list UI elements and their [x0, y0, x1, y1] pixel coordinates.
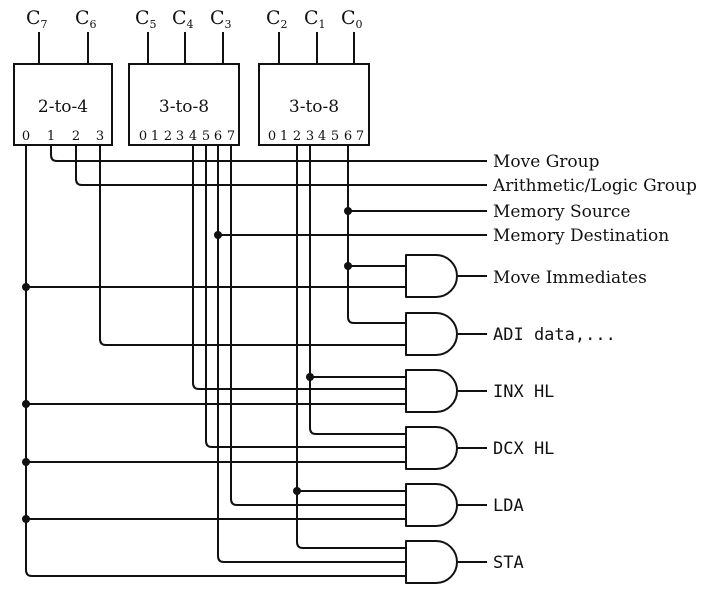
gate-label-move-immediates: Move Immediates	[493, 268, 647, 288]
gate-label-dcx-hl: DCX HL	[493, 439, 554, 459]
decoder-label: 3-to-8	[289, 97, 339, 117]
and-gate-lda	[405, 483, 458, 527]
gate-label-inx-hl: INX HL	[493, 382, 554, 402]
input-label-c4: C4	[172, 7, 194, 31]
pin-label: 0	[268, 129, 276, 144]
pin-label: 6	[344, 129, 352, 144]
pin-label: 5	[331, 129, 339, 144]
wire-d2-pin3	[309, 145, 406, 435]
junction-dot	[214, 231, 222, 239]
junction-dot	[22, 400, 30, 408]
input-label-c6: C6	[75, 7, 97, 31]
pin-label: 3	[96, 129, 104, 144]
pin-label: 2	[164, 129, 172, 144]
and-gate-inx	[405, 369, 458, 413]
junction-dot	[22, 515, 30, 523]
input-label-c5: C5	[135, 7, 157, 31]
pin-label: 7	[356, 129, 364, 144]
and-gates	[405, 254, 458, 584]
pin-label: 2	[72, 129, 80, 144]
pin-label: 3	[306, 129, 314, 144]
input-label-c1: C1	[304, 7, 326, 31]
pin-label: 0	[22, 129, 30, 144]
input-label-c2: C2	[266, 7, 288, 31]
pin-label: 5	[202, 129, 210, 144]
pin-label: 7	[227, 129, 235, 144]
wire-d1-pin5	[205, 145, 406, 448]
decoder-3to8-right: 3-to-8 0 1 2 3 4 5 6 7	[258, 63, 370, 146]
pin-label: 0	[139, 129, 147, 144]
decoder-2to4: 2-to-4 0 1 2 3	[13, 63, 113, 146]
junction-dot	[306, 373, 314, 381]
pin-label: 3	[176, 129, 184, 144]
junction-dot	[293, 487, 301, 495]
gate-label-adi: ADI data,...	[493, 325, 616, 345]
pin-label: 1	[47, 129, 55, 144]
input-label-c3: C3	[210, 7, 232, 31]
wire-d1-pin4	[192, 145, 406, 390]
decoder-label: 2-to-4	[38, 97, 88, 117]
pin-label: 1	[151, 129, 159, 144]
pin-label: 6	[214, 129, 222, 144]
wires	[25, 145, 487, 577]
output-label-memory-destination: Memory Destination	[493, 226, 669, 246]
input-label-c0: C0	[341, 7, 363, 31]
output-label-memory-source: Memory Source	[493, 202, 631, 222]
decoder-3to8-middle: 3-to-8 0 1 2 3 4 5 6 7	[128, 63, 240, 146]
input-lines	[38, 32, 355, 64]
wire-d2-pin6	[347, 145, 406, 324]
output-label-move-group: Move Group	[493, 152, 600, 172]
wire-d0-pin3	[99, 145, 406, 346]
junction-dot	[22, 458, 30, 466]
wire-d0-pin0	[25, 145, 406, 577]
junction-dot	[344, 262, 352, 270]
junction-dot	[344, 207, 352, 215]
wire-d2-pin2	[296, 145, 406, 549]
and-gate-adi	[405, 312, 458, 356]
junctions	[22, 207, 352, 523]
gate-label-lda: LDA	[493, 496, 524, 516]
and-gate-dcx	[405, 426, 458, 470]
input-label-c7: C7	[26, 7, 48, 31]
gate-label-sta: STA	[493, 553, 524, 573]
pin-label: 4	[189, 129, 197, 144]
wire-d0-pin1	[50, 145, 487, 162]
wire-d1-pin6	[217, 145, 406, 563]
pin-label: 1	[280, 129, 288, 144]
decoder-label: 3-to-8	[159, 97, 209, 117]
junction-dot	[22, 283, 30, 291]
and-gate-sta	[405, 540, 458, 584]
wire-d0-pin2	[75, 145, 487, 186]
pin-label: 4	[318, 129, 326, 144]
input-labels: C7 C6 C5 C4 C3 C2 C1 C0	[26, 7, 363, 31]
output-labels: Move Group Arithmetic/Logic Group Memory…	[492, 152, 697, 573]
and-gate-move-immediates	[405, 254, 458, 298]
wire-d1-pin7	[230, 145, 406, 506]
pin-label: 2	[293, 129, 301, 144]
output-label-arithmetic-logic-group: Arithmetic/Logic Group	[492, 176, 697, 196]
